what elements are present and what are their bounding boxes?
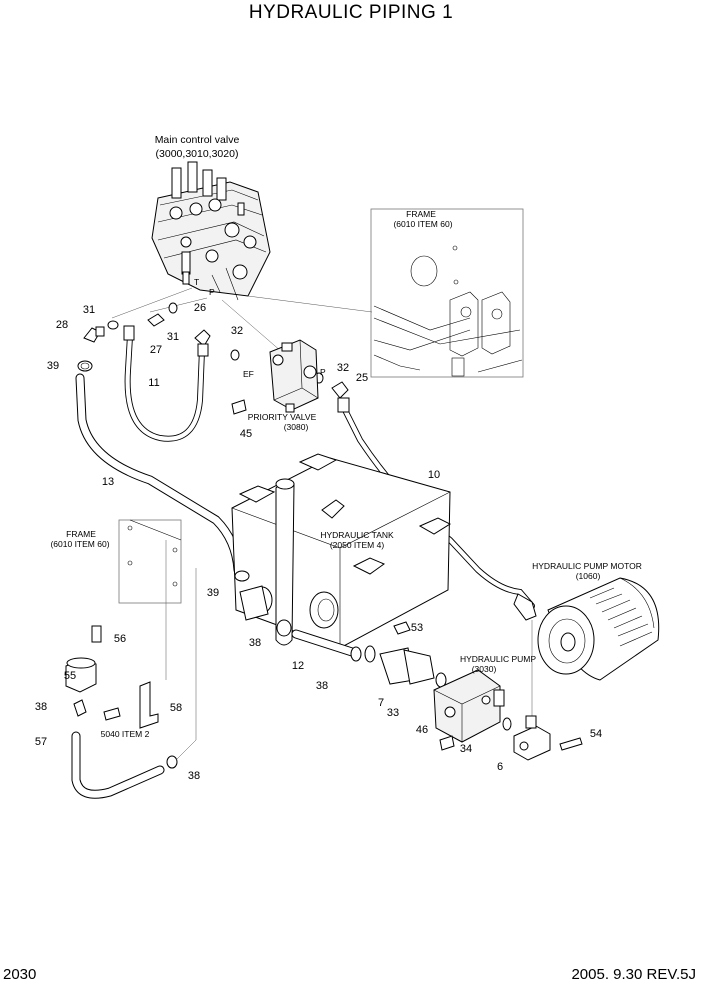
callout-57: 57 (35, 736, 47, 748)
callout-27: 27 (150, 344, 162, 356)
callout-34: 34 (460, 743, 472, 755)
callout-38: 38 (316, 680, 328, 692)
callout-38: 38 (249, 637, 261, 649)
callout-53: 53 (411, 622, 423, 634)
frame-upper-label: FRAME (406, 209, 436, 219)
hose-12 (291, 629, 376, 663)
callout-12: 12 (292, 660, 304, 672)
hydraulic-pump-label: HYDRAULIC PUMP (460, 654, 536, 664)
callout-6: 6 (497, 761, 503, 773)
callout-45: 45 (240, 428, 252, 440)
callout-39: 39 (47, 360, 59, 372)
hydraulic-pump-motor-label: HYDRAULIC PUMP MOTOR (532, 561, 642, 571)
port-label-p: P (209, 287, 215, 297)
callout-39: 39 (207, 587, 219, 599)
callout-32: 32 (337, 362, 349, 374)
frame-left-ref: (6010 ITEM 60) (50, 539, 109, 549)
hydraulic-pump (379, 621, 512, 751)
callout-56: 56 (114, 633, 126, 645)
callout-38: 38 (188, 770, 200, 782)
revision-date: 2005. 9.30 REV.5J (571, 966, 696, 983)
frame-upper-ref: (6010 ITEM 60) (393, 219, 452, 229)
callout-13: 13 (102, 476, 114, 488)
callout-26: 26 (194, 302, 206, 314)
hydraulic-tank-ref: (2050 ITEM 4) (330, 540, 384, 550)
callout-31: 31 (83, 304, 95, 316)
main-control-valve-ref: (3000,3010,3020) (156, 148, 239, 160)
priority-valve (231, 339, 319, 415)
callout-28: 28 (56, 319, 68, 331)
main-control-valve (151, 161, 271, 301)
item-note-label: 5040 ITEM 2 (101, 729, 150, 739)
callout-38: 38 (35, 701, 47, 713)
hydraulic-tank-label: HYDRAULIC TANK (320, 530, 394, 540)
callout-55: 55 (64, 670, 76, 682)
fitting-6 (513, 620, 583, 761)
hydraulic-pump-motor-ref: (1060) (576, 571, 601, 581)
port-label-t: T (194, 277, 199, 287)
frame-left-label: FRAME (66, 529, 96, 539)
hydraulic-pump-motor (537, 577, 660, 681)
callout-58: 58 (170, 702, 182, 714)
callout-10: 10 (428, 469, 440, 481)
main-control-valve-label: Main control valve (155, 134, 240, 146)
callout-33: 33 (387, 707, 399, 719)
frame-left-box (118, 519, 182, 604)
callout-32: 32 (231, 325, 243, 337)
callout-layer: 31 28 39 27 31 26 32 11 32 25 45 13 10 39 38 12 53 38 733 5… (35, 302, 602, 782)
callout-11: 11 (148, 377, 159, 389)
port-label-ef: EF (243, 369, 254, 379)
priority-valve-label: PRIORITY VALVE (248, 412, 317, 422)
hydraulic-tank (231, 453, 452, 649)
callout-31: 31 (167, 331, 179, 343)
priority-valve-ref: (3080) (284, 422, 309, 432)
page-title: HYDRAULIC PIPING 1 (248, 2, 454, 23)
strainer-assembly (65, 540, 197, 799)
callout-54: 54 (590, 728, 602, 740)
hose-11 (123, 325, 209, 442)
callout-7: 7 (378, 697, 384, 709)
hydraulic-pump-ref: (3030) (472, 664, 497, 674)
fittings-upper (77, 302, 349, 399)
callout-46: 46 (416, 724, 428, 736)
callout-25: 25 (356, 372, 368, 384)
port-label-p2: P (320, 367, 326, 377)
frame-upper-box (370, 208, 524, 378)
page-number: 2030 (3, 966, 37, 983)
